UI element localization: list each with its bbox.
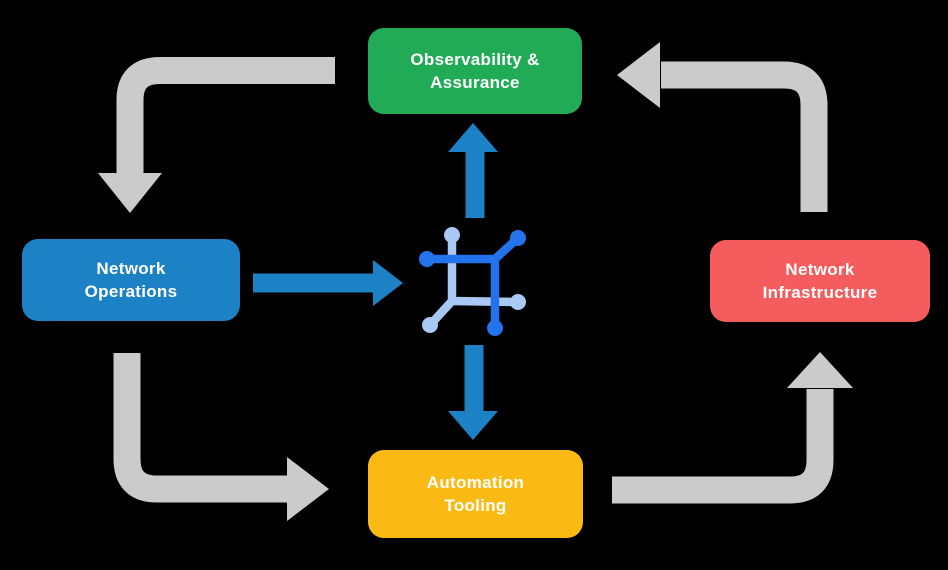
node-observability-assurance: Observability & Assurance — [368, 28, 582, 114]
network-automation-icon — [419, 227, 526, 336]
icon-dark-branches — [419, 230, 526, 336]
arrow-center-to-observability — [448, 123, 498, 218]
node-automation-tooling: Automation Tooling — [368, 450, 583, 538]
node-label-observability-assurance: Observability & Assurance — [410, 50, 540, 92]
node-network-infrastructure: Network Infrastructure — [710, 240, 930, 322]
arrow-automation-to-infrastructure — [612, 352, 853, 504]
node-network-operations: Network Operations — [22, 239, 240, 321]
node-label-automation-tooling: Automation Tooling — [426, 473, 525, 515]
arrow-infrastructure-to-observability — [617, 42, 828, 212]
node-label-network-operations: Network Operations — [84, 259, 178, 301]
arrow-center-to-automation — [448, 345, 498, 440]
arrow-observability-to-operations — [98, 57, 335, 213]
arrow-operations-to-center — [253, 260, 403, 306]
arrow-operations-to-automation — [113, 353, 329, 521]
node-label-network-infrastructure: Network Infrastructure — [762, 260, 878, 302]
